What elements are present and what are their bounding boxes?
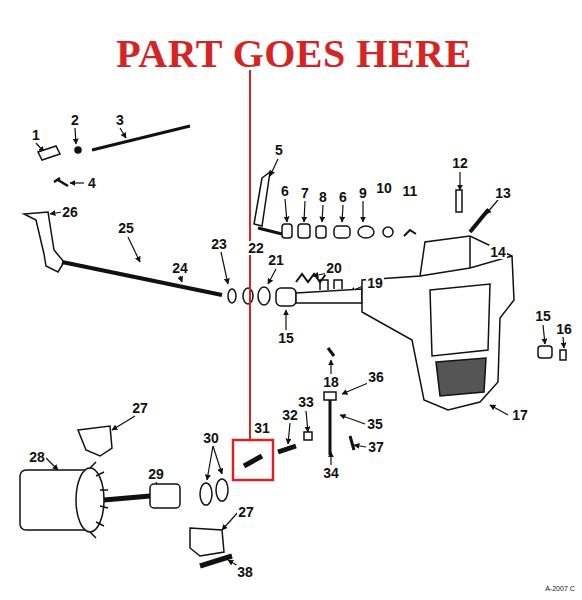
callout-number: 24 xyxy=(171,261,189,275)
callout-number: 3 xyxy=(115,113,125,127)
callout-number: 6 xyxy=(280,184,290,198)
callout-number: 9 xyxy=(358,186,368,200)
callout-number: 27 xyxy=(131,401,149,415)
callout-number: 15 xyxy=(534,309,552,323)
callout-number: 36 xyxy=(367,370,385,384)
callout-number: 13 xyxy=(494,186,512,200)
callout-number: 14 xyxy=(489,245,507,259)
callout-number: 2 xyxy=(70,113,80,127)
callout-number: 21 xyxy=(267,253,285,267)
heading-text: PART GOES HERE xyxy=(116,34,471,74)
callout-number: 23 xyxy=(210,237,228,251)
callout-number: 7 xyxy=(300,186,310,200)
callout-number: 22 xyxy=(247,241,265,255)
callout-number: 19 xyxy=(366,276,384,290)
callout-number: 5 xyxy=(274,143,284,157)
callout-number: 27 xyxy=(237,505,255,519)
callout-number: 11 xyxy=(402,184,419,198)
callout-number: 26 xyxy=(61,205,79,219)
callout-number: 35 xyxy=(366,417,384,431)
drawing-code: A-2007 C xyxy=(544,585,576,592)
callout-number: 30 xyxy=(202,431,220,445)
callout-number: 8 xyxy=(318,190,328,204)
callout-number: 16 xyxy=(555,322,573,336)
callout-number: 12 xyxy=(451,156,469,170)
callout-number: 32 xyxy=(281,408,299,422)
callout-number: 17 xyxy=(511,408,529,422)
callout-number: 29 xyxy=(147,467,165,481)
callout-number: 1 xyxy=(31,128,41,142)
callout-number: 10 xyxy=(375,181,393,195)
callout-number: 20 xyxy=(325,261,343,275)
callout-number: 34 xyxy=(322,466,340,480)
callout-number: 37 xyxy=(367,440,385,454)
callout-number: 15 xyxy=(277,331,295,345)
callout-number: 38 xyxy=(236,565,254,579)
callout-number: 6 xyxy=(338,190,348,204)
callout-number: 28 xyxy=(28,450,46,464)
callout-number: 25 xyxy=(117,221,135,235)
callout-number: 31 xyxy=(253,421,271,435)
callout-number: 18 xyxy=(322,375,340,389)
callout-number: 4 xyxy=(87,176,97,190)
callout-number: 33 xyxy=(297,395,315,409)
